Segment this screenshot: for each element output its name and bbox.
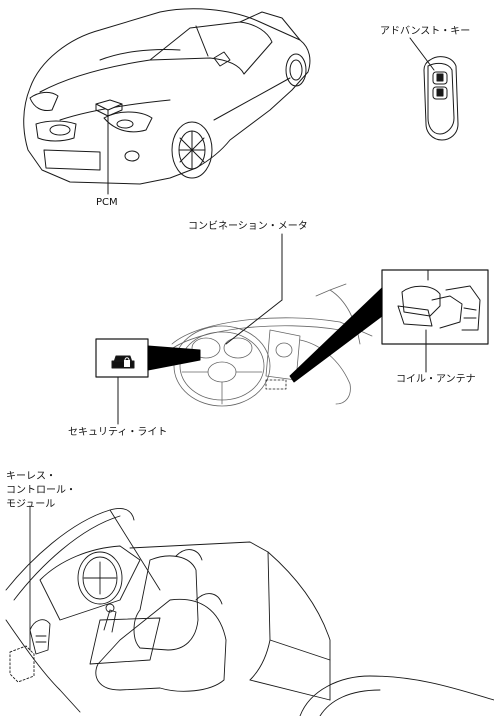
coil-antenna-inset xyxy=(289,269,489,383)
security-light-label: セキュリティ・ライト xyxy=(68,427,168,438)
advanced-key-label: アドバンスト・キー xyxy=(380,26,471,37)
combination-meter-label: コンビネーション・メータ xyxy=(188,221,308,232)
security-light-inset xyxy=(95,338,201,425)
coil-antenna-label: コイル・アンテナ xyxy=(396,374,476,385)
meter-leader-line-2 xyxy=(225,299,283,345)
advanced-key-illustration xyxy=(409,37,459,141)
pcm-label: PCM xyxy=(96,197,118,208)
car-illustration xyxy=(23,8,311,195)
keyless-module-label-line3: モジュール xyxy=(6,499,56,510)
keyless-module-label-line2: コントロール・ xyxy=(6,485,76,496)
interior-illustration xyxy=(5,505,494,716)
dashboard-illustration xyxy=(169,283,373,407)
keyless-module-label-line1: キーレス・ xyxy=(6,471,56,482)
